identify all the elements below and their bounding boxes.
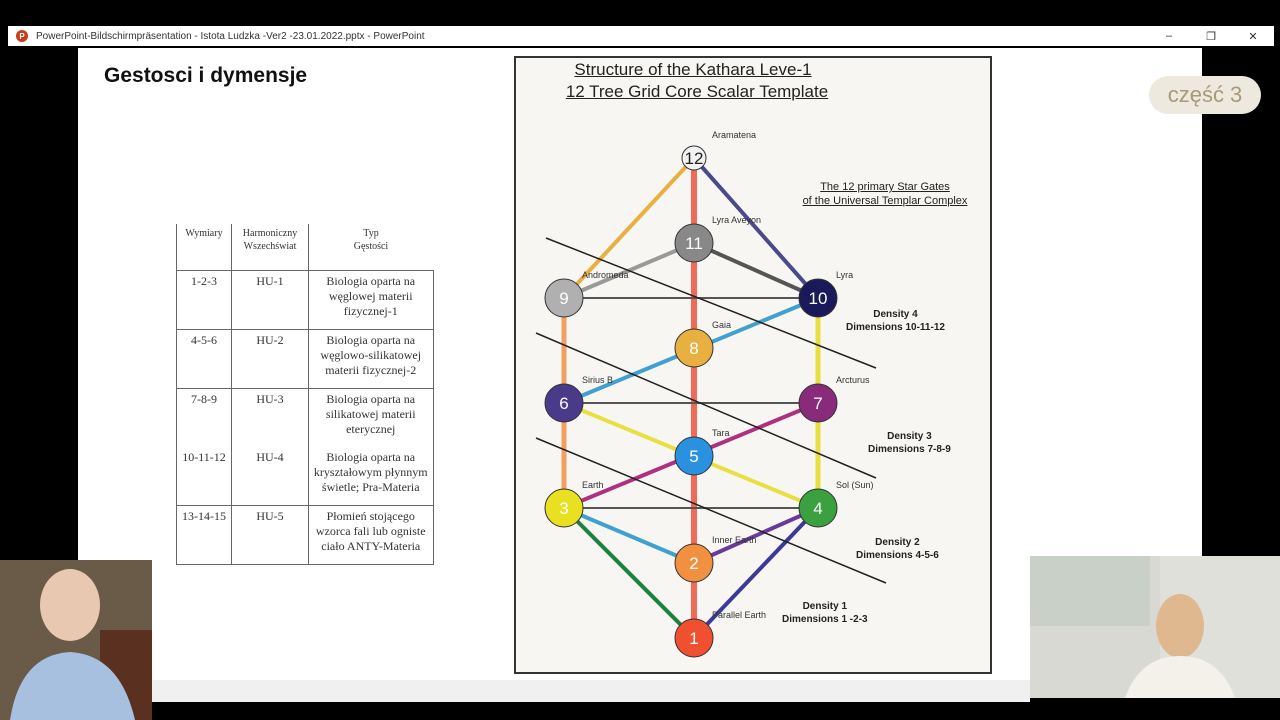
slide-title: Gestosci i dymensje (104, 64, 308, 87)
node-number: 1 (689, 629, 698, 648)
node-circle (674, 328, 714, 368)
table-cell: 10-11-12 (176, 447, 232, 506)
node-circle (681, 145, 707, 171)
grid-node-5: 5 Tara (674, 428, 730, 476)
node-number: 3 (559, 499, 568, 518)
table-cell: HU-2 (231, 329, 309, 389)
node-label: Lyra Aveyon (712, 215, 761, 225)
table-header-dimensions: Wymiary (176, 224, 232, 271)
grid-node-7: 7 Arcturus (798, 375, 870, 423)
node-circle (674, 436, 714, 476)
presenter-webcam-right (1030, 556, 1280, 698)
grid-node-8: 8 Gaia (674, 320, 731, 368)
node-number: 10 (809, 289, 828, 308)
table-row: 1-2-3 HU-1 Biologia oparta na węglowej m… (176, 270, 434, 330)
node-circle (798, 278, 838, 318)
node-label: Sol (Sun) (836, 480, 874, 490)
close-button[interactable]: ✕ (1248, 30, 1258, 43)
person-silhouette-icon (1030, 556, 1280, 698)
node-circle (544, 278, 584, 318)
grid-node-2: 2 Inner Earth (674, 535, 757, 583)
table-row: 4-5-6 HU-2 Biologia oparta na węglowo-si… (176, 329, 434, 389)
node-number: 11 (685, 234, 703, 253)
table-row: 10-11-12 HU-4 Biologia oparta na kryszta… (176, 447, 434, 506)
node-label: Lyra (836, 270, 853, 280)
table-header-universe: Harmoniczny Wszechświat (231, 224, 309, 271)
window-title: PowerPoint-Bildschirmpräsentation - Isto… (36, 30, 425, 42)
node-number: 9 (559, 289, 568, 308)
table-cell: HU-5 (231, 505, 309, 565)
presentation-slide: Gestosci i dymensje część 3 Wymiary Harm… (78, 48, 1261, 680)
table-cell: Biologia oparta na silikatowej materii e… (308, 388, 434, 447)
table-cell: 4-5-6 (176, 329, 232, 389)
node-circle (798, 488, 838, 528)
window-titlebar: P PowerPoint-Bildschirmpräsentation - Is… (8, 26, 1274, 46)
table-cell: HU-3 (231, 388, 309, 447)
node-label: Andromeda (582, 270, 629, 280)
kathara-grid-diagram: Structure of the Kathara Leve-1 12 Tree … (514, 56, 992, 674)
powerpoint-icon: P (16, 30, 28, 42)
table-row: 7-8-9 HU-3 Biologia oparta na silikatowe… (176, 388, 434, 447)
node-number: 2 (689, 554, 698, 573)
node-label: Parallel Earth (712, 610, 766, 620)
node-number: 4 (813, 499, 822, 518)
grid-node-12: 12 Aramatena (681, 130, 756, 171)
star-gates-title: The 12 primary Star Gates of the Univers… (802, 181, 968, 207)
node-number: 6 (559, 394, 568, 413)
table-cell: 13-14-15 (176, 505, 232, 565)
node-circle (544, 488, 584, 528)
table-cell: 7-8-9 (176, 388, 232, 447)
grid-node-4: 4 Sol (Sun) (798, 480, 874, 528)
node-label: Earth (582, 480, 604, 490)
node-circle (674, 618, 714, 658)
part-badge: część 3 (1149, 76, 1261, 114)
grid-node-6: 6 Sirius B (544, 375, 613, 423)
table-cell: Biologia oparta na węglowo-silikatowej m… (308, 329, 434, 389)
node-circle (544, 383, 584, 423)
node-number: 12 (685, 149, 704, 168)
table-cell: Płomień stojącego wzorca fali lub ognist… (308, 505, 434, 565)
grid-node-9: 9 Andromeda (544, 270, 629, 318)
grid-node-3: 3 Earth (544, 480, 604, 528)
node-label: Gaia (712, 320, 731, 330)
grid-node-11: 11 Lyra Aveyon (674, 215, 761, 263)
table-cell: 1-2-3 (176, 270, 232, 330)
node-number: 8 (689, 339, 698, 358)
node-circle (674, 543, 714, 583)
taskbar-strip (152, 680, 1030, 702)
minimize-button[interactable]: – (1165, 30, 1173, 42)
diagram-title-line2: 12 Tree Grid Core Scalar Template (565, 82, 829, 101)
table-cell: Biologia oparta na węglowej materii fizy… (308, 270, 434, 330)
person-silhouette-icon (10, 569, 152, 720)
table-cell: Biologia oparta na kryształowym płynnym … (308, 447, 434, 506)
node-number: 5 (689, 447, 698, 466)
grid-lines (535, 156, 887, 640)
grid-node-1: 1 Parallel Earth (674, 610, 766, 658)
table-row: 13-14-15 HU-5 Płomień stojącego wzorca f… (176, 505, 434, 565)
grid-node-10: 10 Lyra (798, 270, 853, 318)
presenter-webcam-left (0, 560, 152, 720)
density-table: Wymiary Harmoniczny Wszechświat Typ Gęst… (176, 224, 434, 565)
node-label: Inner Earth (712, 535, 757, 545)
table-header-density-type: Typ Gęstości (308, 224, 433, 271)
node-circle (798, 383, 838, 423)
node-label: Arcturus (836, 375, 870, 385)
node-number: 7 (813, 394, 822, 413)
node-circle (674, 223, 714, 263)
node-label: Aramatena (712, 130, 756, 140)
node-label: Tara (712, 428, 730, 438)
node-label: Sirius B (582, 375, 613, 385)
table-cell: HU-4 (231, 447, 309, 506)
table-cell: HU-1 (231, 270, 309, 330)
diagram-title-line1: Structure of the Kathara Leve-1 (574, 60, 812, 79)
restore-button[interactable]: ❐ (1206, 30, 1216, 43)
